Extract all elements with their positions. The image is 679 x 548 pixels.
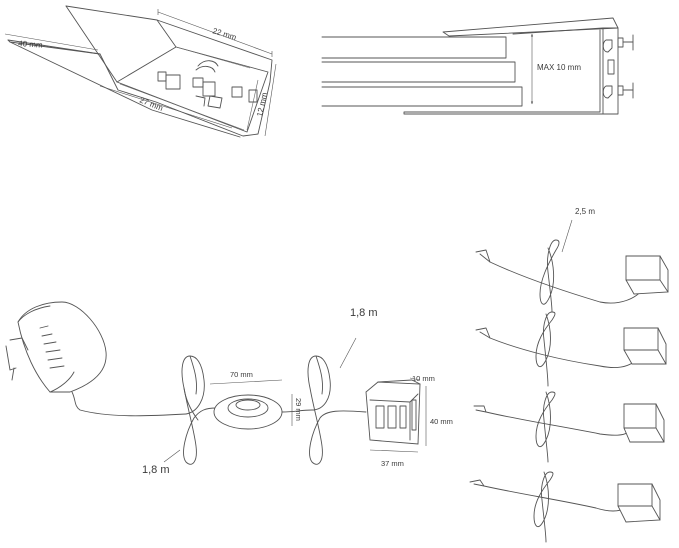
foot-switch-icon — [209, 379, 313, 430]
cable-coil-left-icon — [163, 355, 217, 465]
switch-dim-70: 70 mm — [230, 370, 253, 379]
bracket-drawing — [4, 5, 277, 138]
led-unit-1-icon — [475, 239, 669, 313]
junction-dim-40: 40 mm — [430, 417, 453, 426]
led-unit-4-icon — [469, 471, 661, 543]
led-unit-2-icon — [475, 311, 667, 387]
bracket-dim-27: 27 mm — [138, 96, 164, 114]
cable-right-leader — [561, 219, 573, 253]
power-adapter-icon — [5, 301, 187, 417]
led-unit-3-icon — [473, 391, 665, 463]
switch-dim-29: 29 mm — [294, 398, 303, 421]
section-drawing — [321, 17, 634, 115]
cable-left-length: 1,8 m — [142, 464, 170, 476]
junction-box-icon — [365, 377, 427, 453]
cable-coil-mid-icon — [307, 337, 367, 465]
junction-dim-10: 10 mm — [412, 374, 435, 383]
bracket-dim-22: 22 mm — [211, 26, 237, 42]
cable-right-length: 2,5 m — [575, 207, 595, 216]
bracket-dim-40: 40 mm — [18, 39, 43, 50]
section-max-label: MAX 10 mm — [537, 63, 581, 72]
cable-mid-length: 1,8 m — [350, 307, 378, 319]
junction-dim-37: 37 mm — [381, 459, 404, 468]
